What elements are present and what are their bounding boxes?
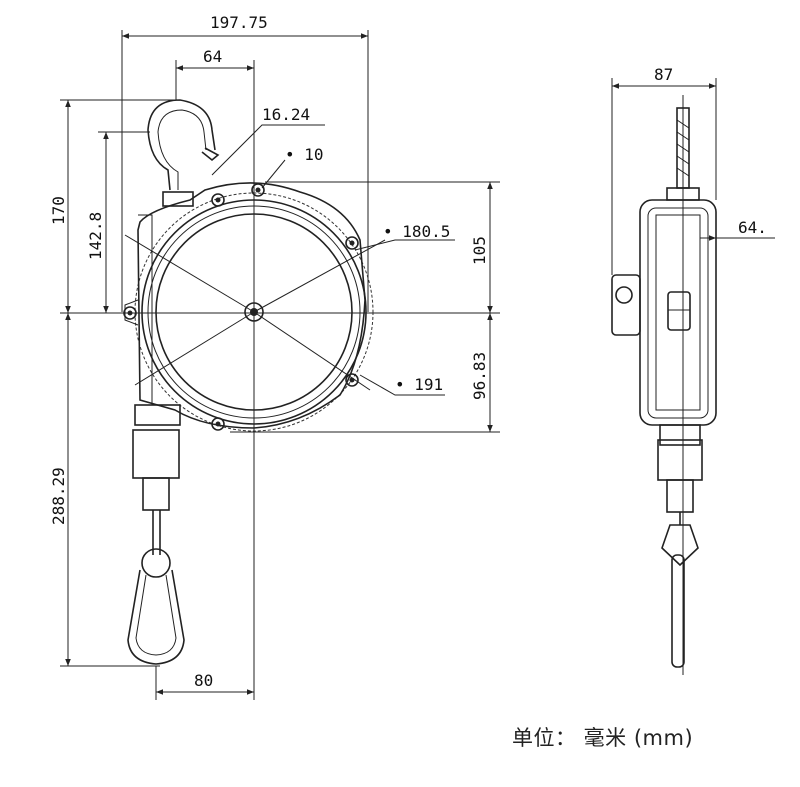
dim-drum-dia: • 180.5 — [383, 222, 450, 241]
hub-center — [250, 308, 258, 316]
side-housing — [639, 199, 717, 426]
dim-outer-dia: • 191 — [395, 375, 443, 394]
outer-envelope-circle — [134, 192, 374, 432]
side-outlet — [659, 424, 701, 446]
side-lock-button — [667, 291, 691, 331]
carabiner-inner — [135, 574, 177, 656]
hook-outer — [147, 99, 216, 191]
hook-tip — [201, 147, 220, 162]
hook-collar — [162, 191, 194, 207]
dim-side-width: 87 — [654, 65, 673, 84]
diag-line-2 — [253, 311, 371, 391]
housing-outline — [137, 182, 366, 429]
side-knob-housing — [611, 274, 641, 336]
dim-carabiner-offset: 80 — [194, 671, 213, 690]
housing-left-tab — [124, 299, 139, 326]
side-knob — [615, 286, 633, 304]
side-drum — [655, 214, 701, 411]
dim-bottom-height: 96.83 — [470, 352, 489, 400]
dim-hook-width: 64 — [203, 47, 222, 66]
side-stopper — [657, 439, 703, 481]
side-housing-inner — [647, 207, 709, 419]
dim-hook-offset: 16.24 — [262, 105, 310, 124]
dim-overall-width: 197.75 — [210, 13, 268, 32]
dim-side-cable: 64. — [738, 218, 767, 237]
dim-hook-inner-height: 142.8 — [86, 212, 105, 260]
drum-outer-circle — [141, 199, 367, 425]
unit-label: 单位： 毫米 (mm) — [512, 726, 694, 750]
drum-mid-circle — [147, 205, 361, 419]
dim-hole-dia: • 10 — [285, 145, 324, 164]
diag-line-4 — [134, 311, 255, 386]
side-carabiner — [671, 554, 685, 668]
side-swivel — [661, 524, 699, 567]
front-view: 197.75 64 16.24 • 10 • 180.5 • 191 105 9… — [49, 13, 500, 700]
hub-outer — [244, 302, 264, 322]
side-view: 87 64. — [611, 65, 775, 675]
rivets — [123, 183, 359, 431]
diag-line-1 — [124, 234, 255, 313]
hook-inner — [157, 109, 207, 190]
dim-hook-height: 170 — [49, 196, 68, 225]
dim-lower-length: 288.29 — [49, 467, 68, 525]
dim-top-height: 105 — [470, 236, 489, 265]
diag-line-3 — [253, 239, 386, 313]
outlet-block — [134, 404, 181, 426]
carabiner-body — [127, 569, 185, 665]
cable-ferrule — [142, 477, 170, 511]
carabiner-ring — [141, 548, 171, 578]
side-ferrule — [666, 479, 694, 513]
cable-stopper — [132, 429, 180, 479]
drum-inner-circle — [155, 213, 353, 411]
